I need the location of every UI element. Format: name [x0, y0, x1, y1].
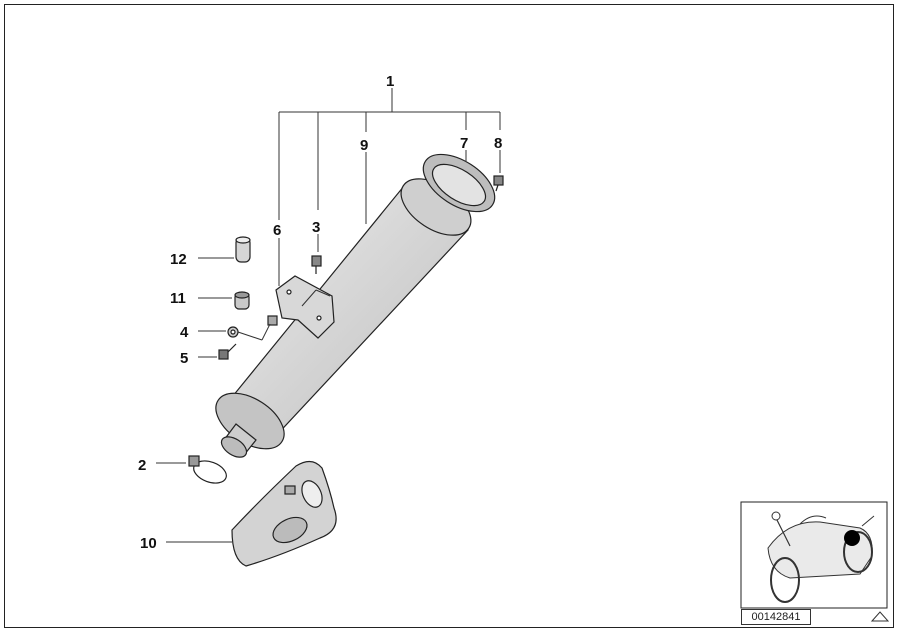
locator-thumbnail — [740, 501, 888, 609]
callout-6: 6 — [273, 222, 281, 239]
callout-5: 5 — [180, 350, 188, 367]
heat-shield-10 — [231, 460, 337, 567]
callout-10: 10 — [140, 535, 157, 552]
front-wheel — [770, 557, 800, 603]
bolt-5 — [218, 343, 237, 360]
leader-lines — [156, 88, 501, 543]
corner-triangle-icon — [870, 611, 890, 622]
bolt-3 — [311, 255, 322, 274]
location-marker — [844, 530, 860, 546]
rear-wheel — [843, 531, 873, 573]
callout-1: 1 — [386, 73, 394, 90]
callout-11: 11 — [170, 290, 186, 307]
sleeve-12 — [235, 236, 251, 263]
end-cap — [422, 153, 496, 213]
callout-4: 4 — [180, 324, 189, 341]
bushing-11 — [234, 291, 250, 310]
diagram-frame — [4, 4, 894, 628]
callout-9: 9 — [360, 137, 368, 154]
bolt-8 — [493, 175, 504, 192]
clamp-2 — [188, 455, 227, 484]
silencer-body — [215, 178, 472, 458]
document-number: 00142841 — [741, 609, 811, 625]
callout-7: 7 — [460, 135, 468, 152]
washer-4 — [227, 326, 239, 338]
callout-12: 12 — [170, 251, 187, 268]
callout-8: 8 — [494, 135, 502, 152]
callout-2: 2 — [138, 457, 146, 474]
callout-3: 3 — [312, 219, 320, 236]
